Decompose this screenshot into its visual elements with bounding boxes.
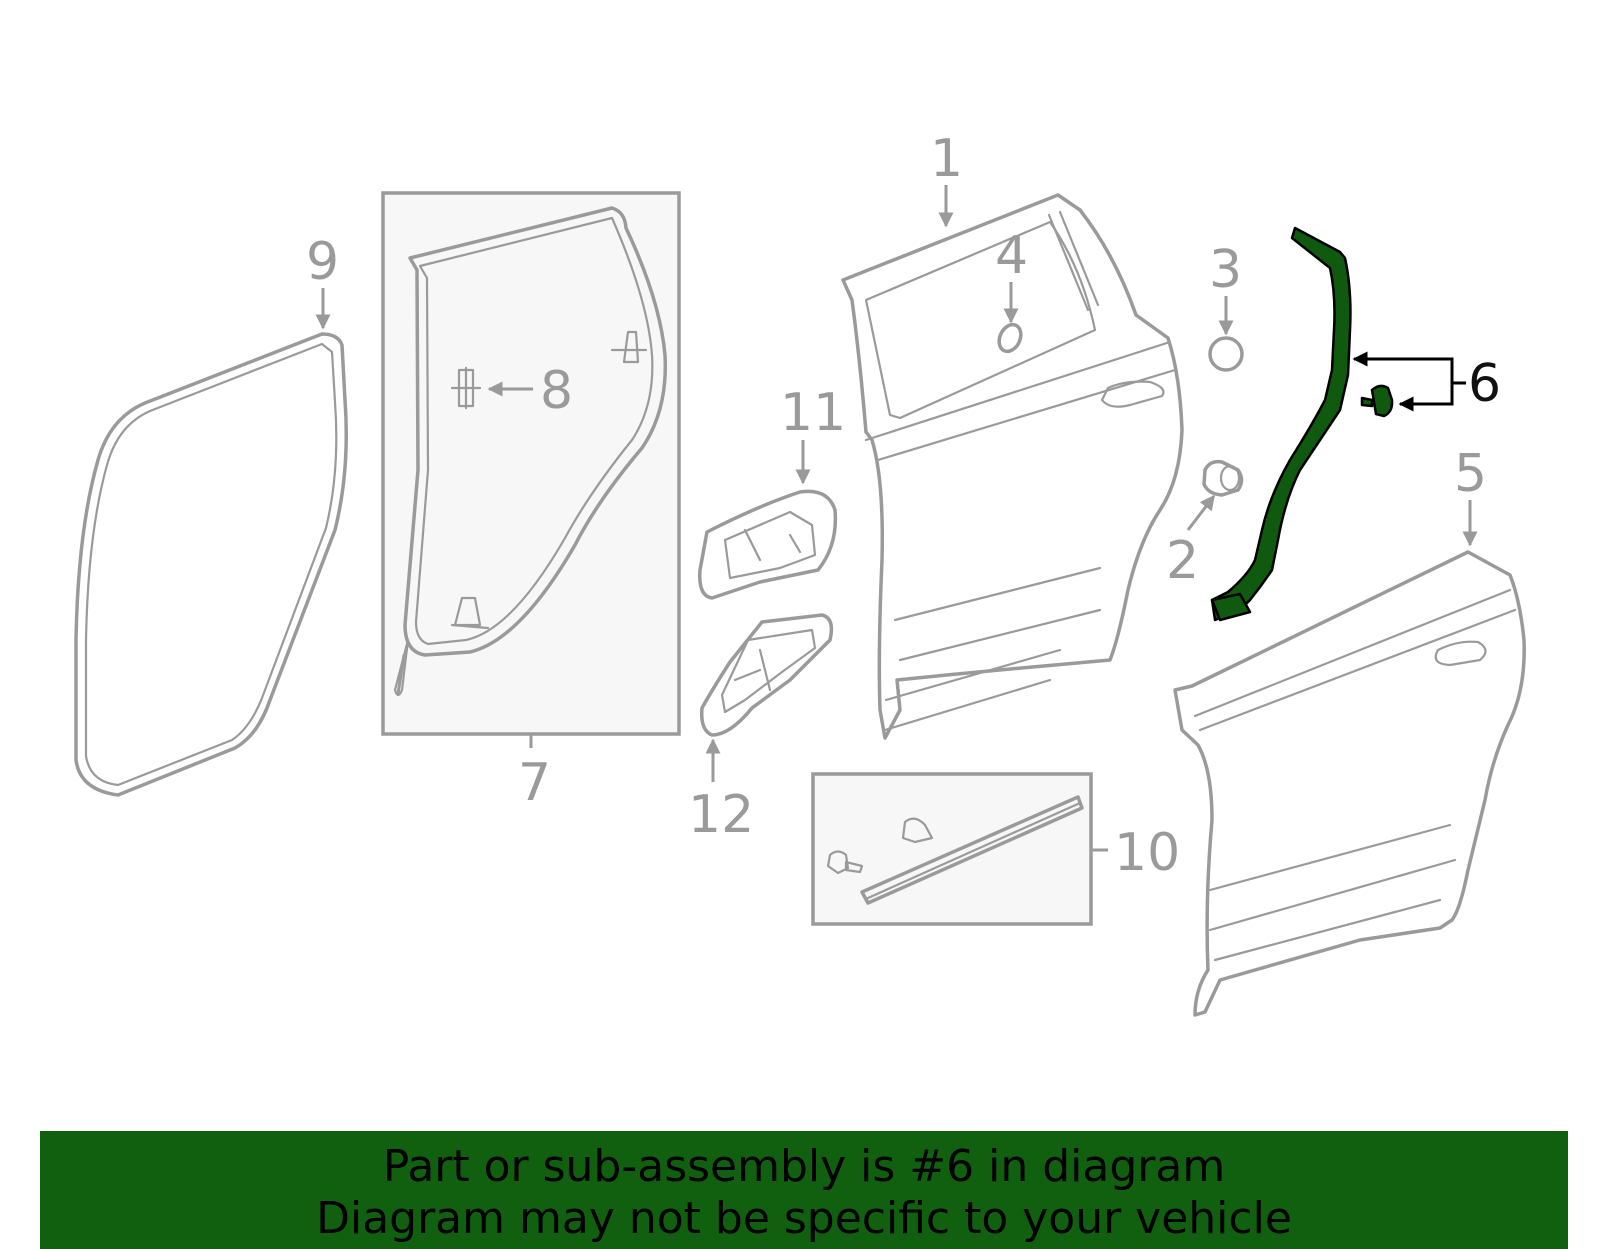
part-7-box: 8 7: [381, 191, 681, 813]
part-5-skin: 5: [1173, 444, 1526, 1017]
callout-7: 7: [518, 753, 551, 813]
callout-11: 11: [780, 383, 846, 443]
part-4-grommet: 4: [995, 226, 1028, 354]
callout-9: 9: [306, 232, 339, 292]
part-6-seal: 6: [1210, 226, 1501, 622]
part-12-panel: 12: [688, 613, 834, 845]
callout-12: 12: [688, 785, 754, 845]
callout-4: 4: [995, 226, 1028, 286]
callout-2: 2: [1166, 531, 1199, 591]
info-banner: Part or sub-assembly is #6 in diagram Di…: [40, 1131, 1568, 1249]
part-1-door: 1: [841, 129, 1184, 740]
callout-5: 5: [1454, 444, 1487, 504]
part-9-weatherstrip: 9: [74, 232, 348, 797]
part-3-plug: 3: [1208, 240, 1244, 372]
callout-3: 3: [1209, 240, 1242, 300]
callout-8: 8: [540, 361, 573, 421]
part-11-panel: 11: [698, 383, 846, 600]
callout-10: 10: [1114, 823, 1180, 883]
banner-line-1: Part or sub-assembly is #6 in diagram: [382, 1141, 1226, 1192]
banner-line-2: Diagram may not be specific to your vehi…: [316, 1193, 1292, 1244]
part-10-box: 10: [811, 772, 1180, 926]
callout-6: 6: [1468, 354, 1501, 414]
callout-1: 1: [930, 129, 963, 189]
part-2-plug: 2: [1166, 459, 1244, 591]
